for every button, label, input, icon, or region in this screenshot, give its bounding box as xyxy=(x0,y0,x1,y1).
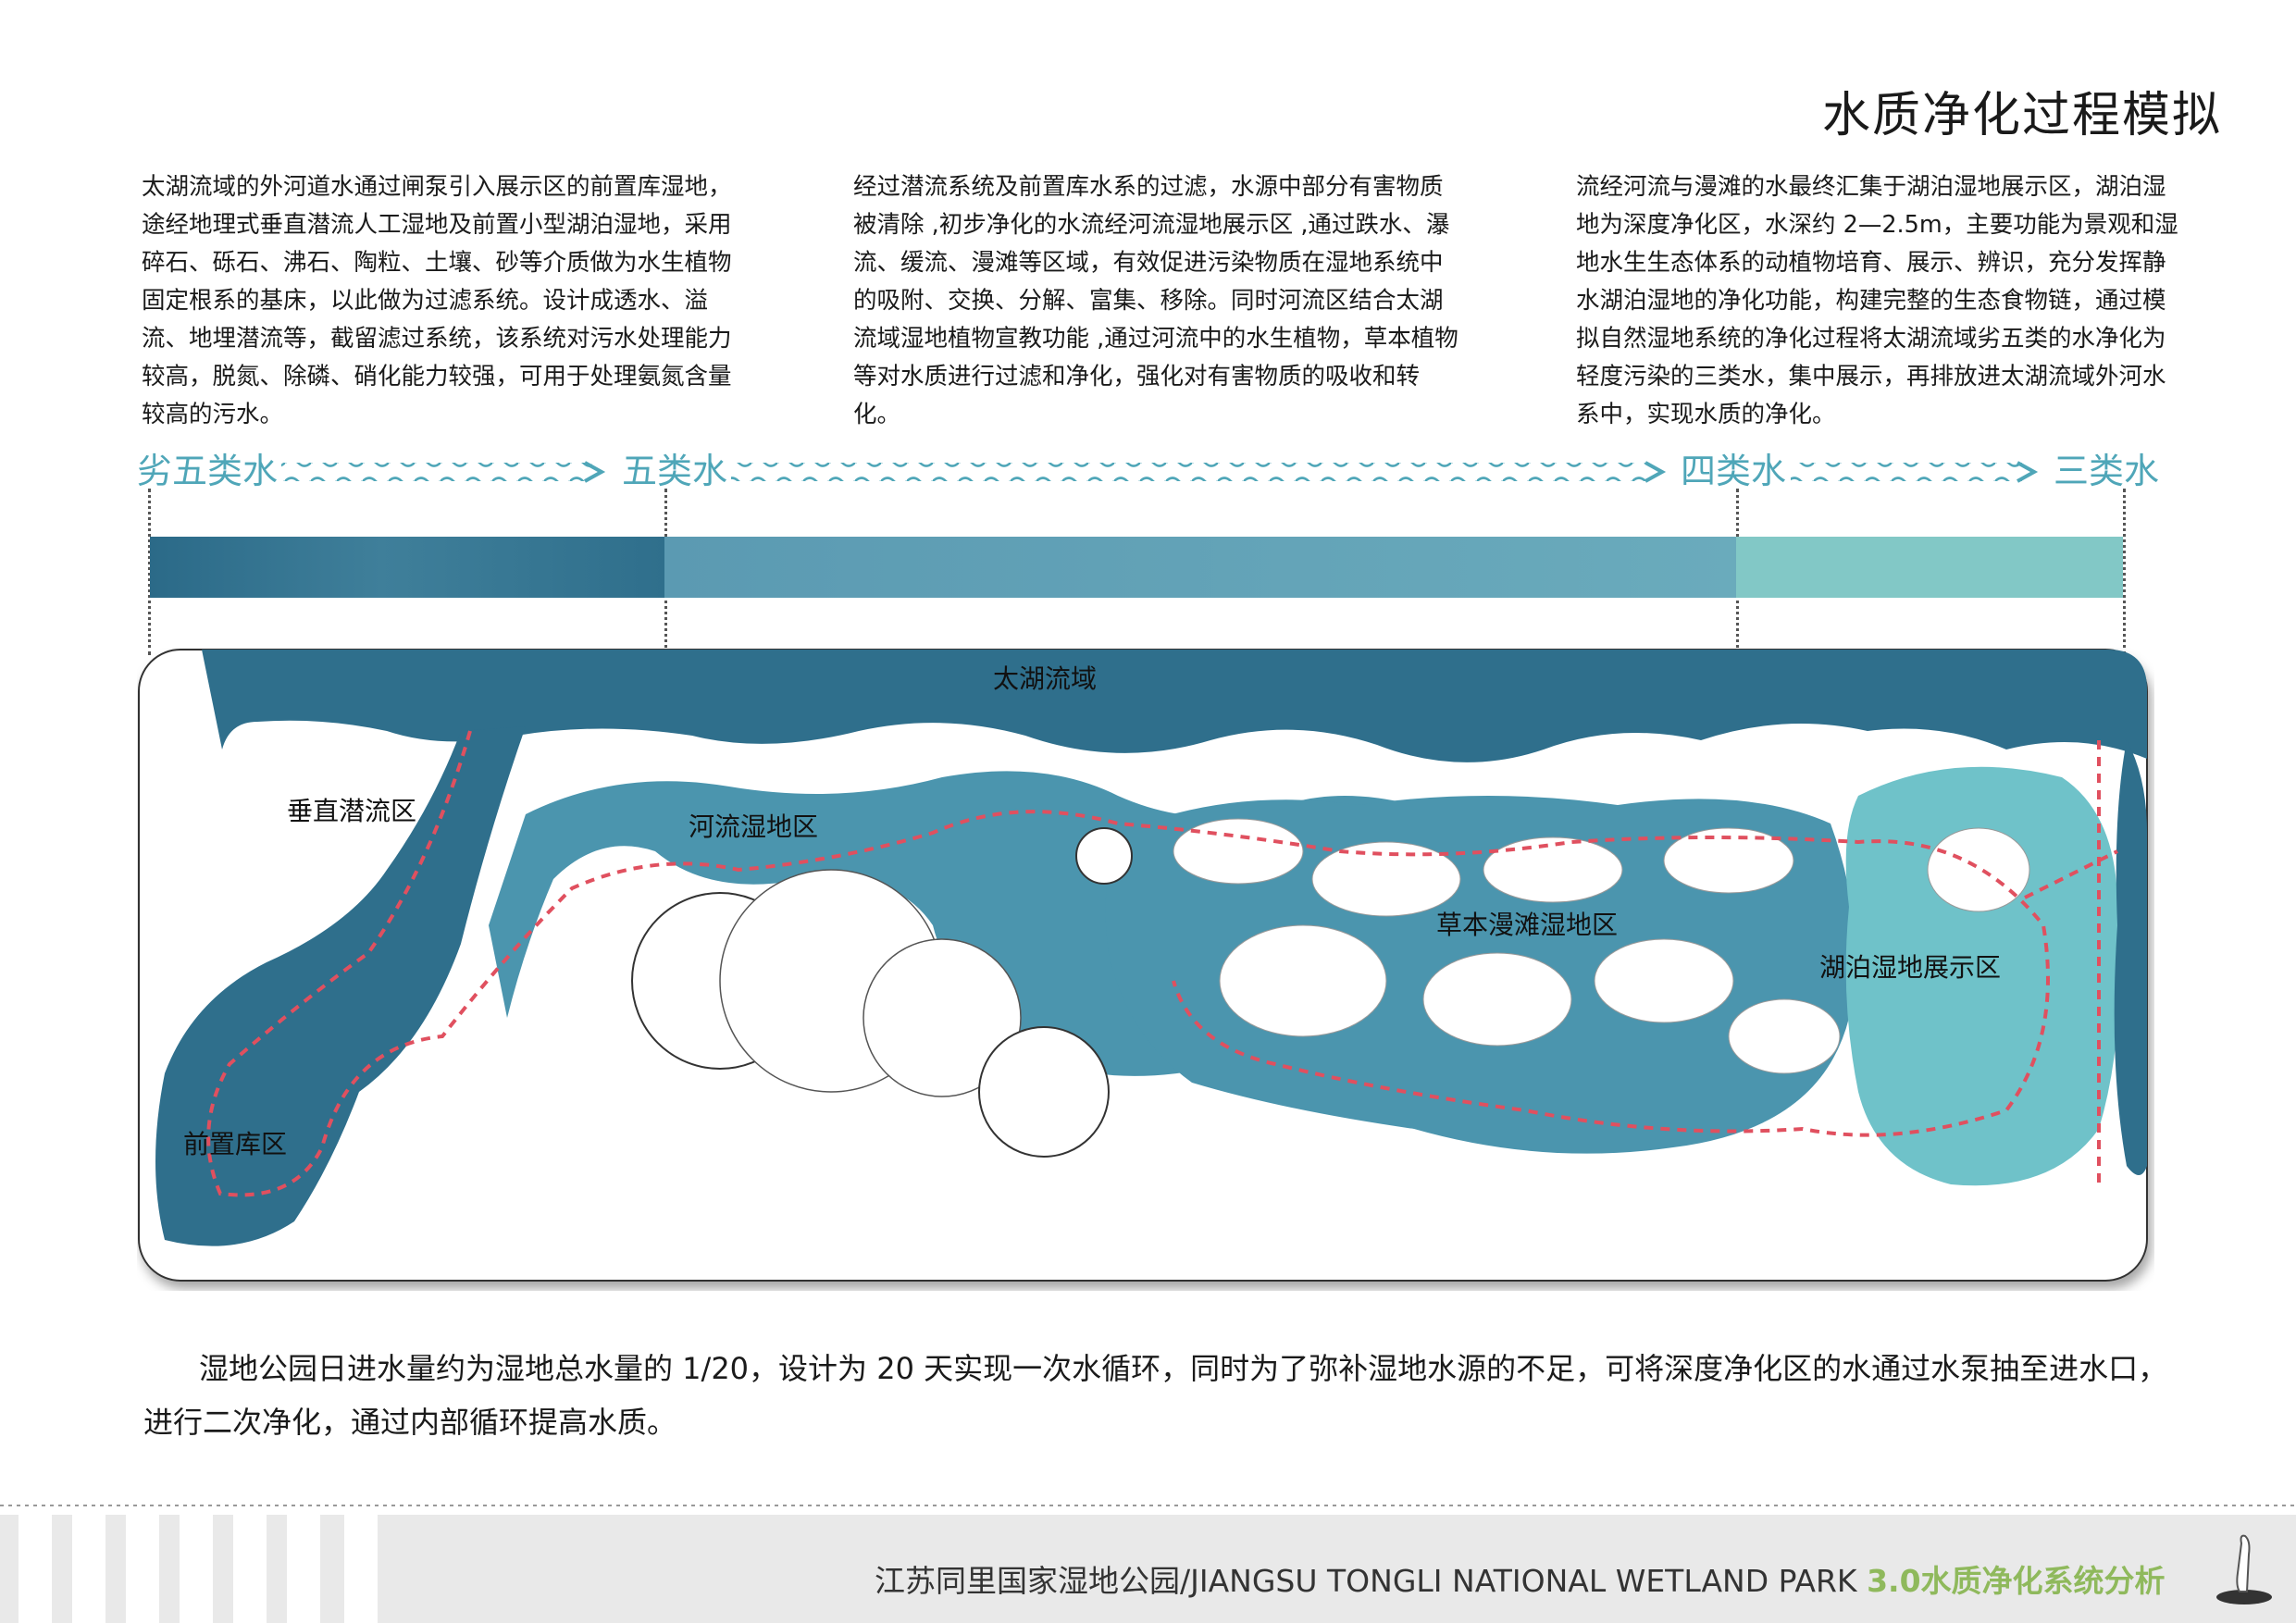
stage-label-inferior-v: 劣五类水 xyxy=(133,442,282,493)
text-column-2: 经过潜流系统及前置库水系的过滤，水源中部分有害物质被清除 ,初步净化的水流经河流… xyxy=(853,173,1458,428)
vertical-channel xyxy=(155,726,526,1246)
visitor-building xyxy=(863,938,1022,1097)
arrow-head-1 xyxy=(584,461,606,483)
island xyxy=(1311,841,1461,917)
map-label-taihu: 太湖流域 xyxy=(993,663,1098,694)
footer-section-tag: 3.0水质净化系统分析 xyxy=(1867,1563,2166,1599)
text-column-3: 流经河流与漫滩的水最终汇集于湖泊湿地展示区，湖泊湿地为深度净化区，水深约 2—2… xyxy=(1576,173,2178,428)
text-column-1: 太湖流域的外河道水通过闸泵引入展示区的前置库湿地，途经地理式垂直潜流人工湿地及前… xyxy=(142,173,732,428)
pavilion xyxy=(1075,827,1133,885)
taihu-water xyxy=(202,650,2147,762)
island xyxy=(1927,827,2030,912)
island xyxy=(1219,924,1387,1037)
bottom-paragraph: 湿地公园日进水量约为湿地总水量的 1/20，设计为 20 天实现一次水循环，同时… xyxy=(143,1351,2168,1440)
visitor-building xyxy=(978,1026,1110,1158)
footer-title: 江苏同里国家湿地公园/JIANGSU TONGLI NATIONAL WETLA… xyxy=(875,1556,2166,1601)
map-label-vertical: 垂直潜流区 xyxy=(287,796,417,826)
wave-segment-3 xyxy=(1791,463,2022,481)
arrow-head-2 xyxy=(1644,461,1667,483)
bar-inferior-v xyxy=(150,537,664,598)
site-plan-map xyxy=(138,649,2148,1282)
footer-project-name: 江苏同里国家湿地公园/JIANGSU TONGLI NATIONAL WETLA… xyxy=(875,1563,1857,1599)
page-title: 水质净化过程模拟 xyxy=(1821,88,2222,143)
island xyxy=(1173,818,1304,885)
separator-line-1 xyxy=(148,489,151,655)
map-label-herb: 草本漫滩湿地区 xyxy=(1436,910,1619,940)
outflow-channel xyxy=(2114,740,2147,1175)
stage-label-iii: 三类水 xyxy=(2050,442,2164,493)
stage-flow-arrows xyxy=(278,461,2039,483)
separator-line-4 xyxy=(2123,489,2126,655)
heron-logo-icon xyxy=(2216,1534,2272,1604)
lake-water xyxy=(1845,766,2120,1186)
island xyxy=(1483,836,1623,903)
flow-path xyxy=(206,730,2050,1197)
bar-v xyxy=(664,537,1736,598)
island xyxy=(1422,952,1572,1047)
wave-segment-2 xyxy=(726,463,1652,481)
map-label-lake: 湖泊湿地展示区 xyxy=(1819,952,2002,983)
footer-band xyxy=(0,1505,2296,1623)
island xyxy=(1728,998,1841,1074)
stage-label-iv: 四类水 xyxy=(1677,442,1791,493)
arrow-head-3 xyxy=(2017,461,2039,483)
stage-label-v: 五类水 xyxy=(618,442,732,493)
map-label-river: 河流湿地区 xyxy=(689,812,819,842)
map-label-pre: 前置库区 xyxy=(183,1129,288,1159)
flow-path xyxy=(2024,849,2118,899)
bar-iv xyxy=(1736,537,2123,598)
island xyxy=(1663,827,1794,894)
island xyxy=(1594,938,1734,1023)
wave-segment-1 xyxy=(278,463,592,481)
